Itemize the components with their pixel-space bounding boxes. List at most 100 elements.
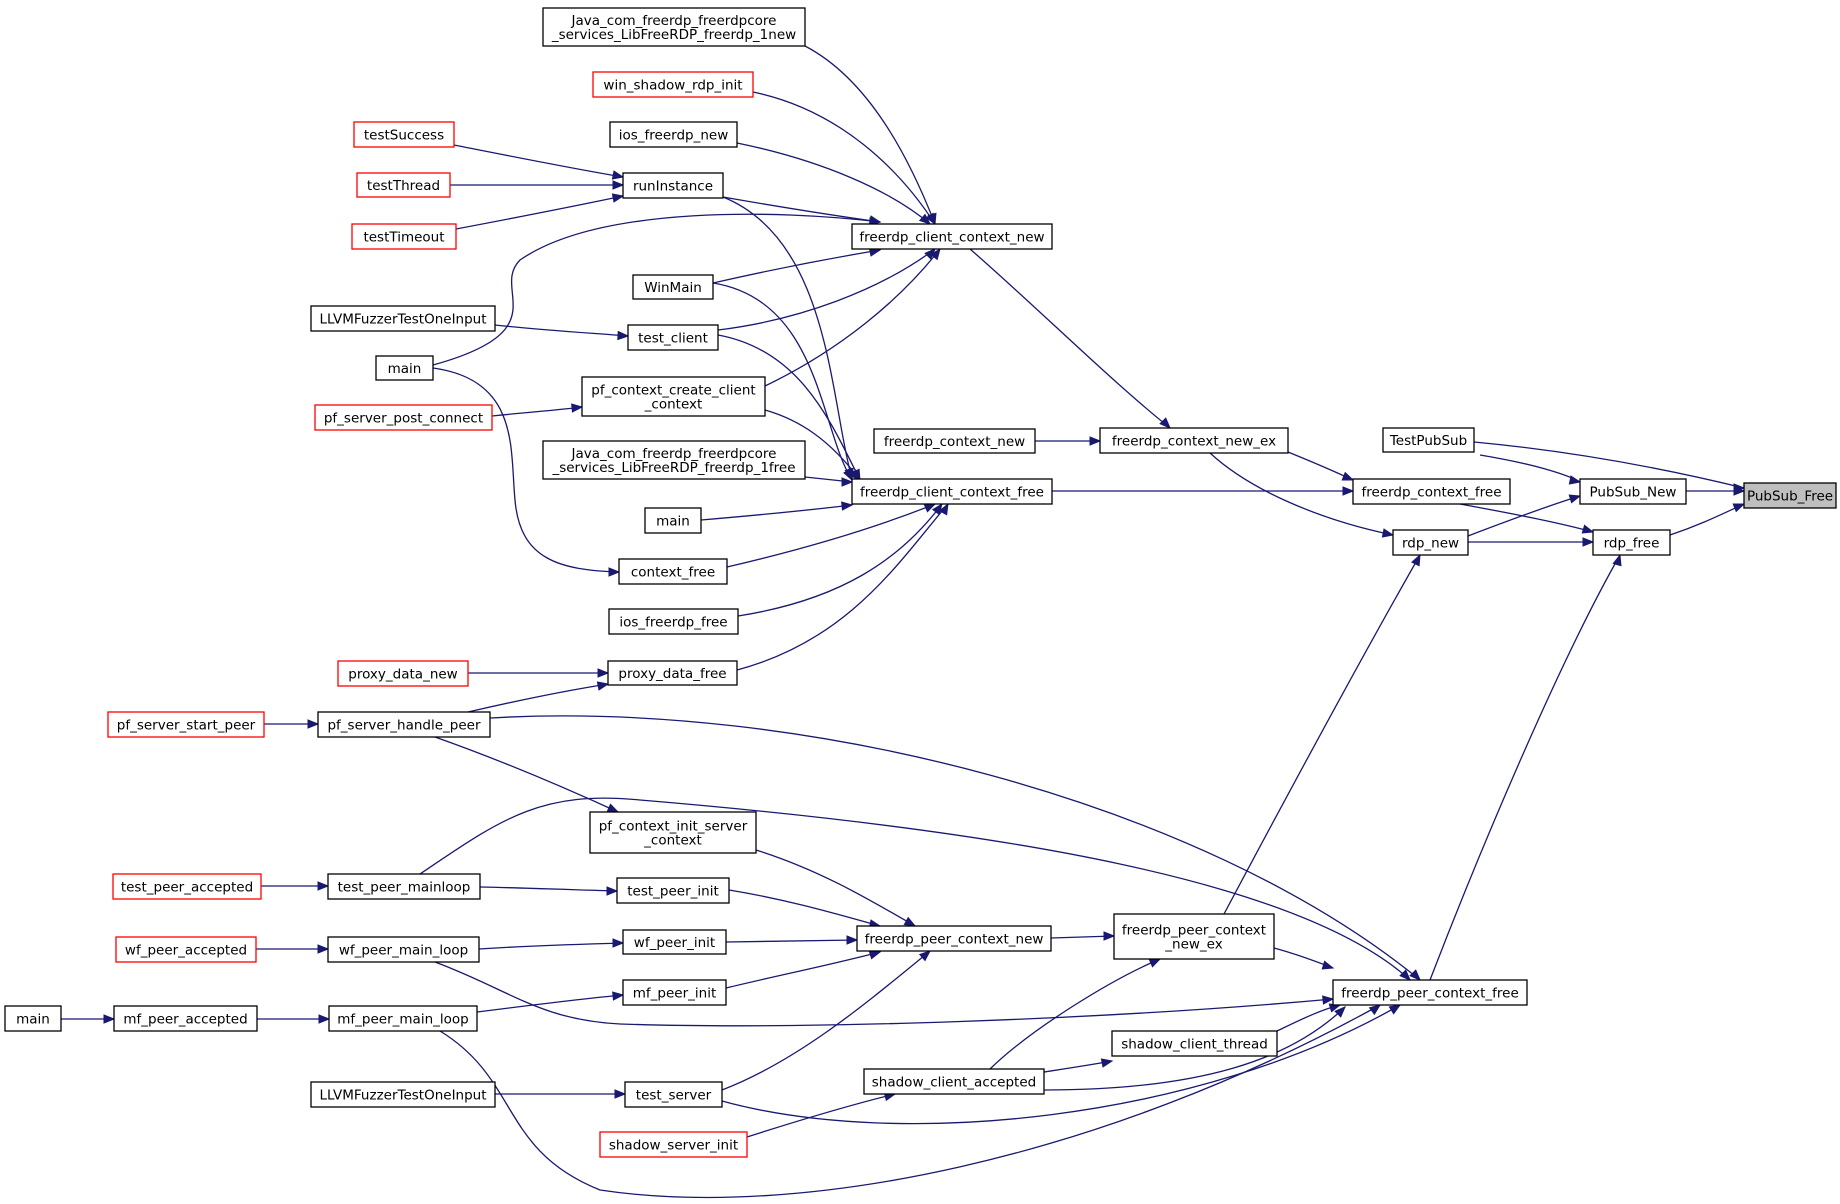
function-node-main3[interactable]: main bbox=[4, 1005, 62, 1032]
function-node-main1[interactable]: main bbox=[375, 355, 434, 381]
function-node-runinstance[interactable]: runInstance bbox=[622, 172, 724, 199]
function-node-test-client[interactable]: test_client bbox=[627, 324, 719, 351]
arrowhead-icon bbox=[903, 916, 917, 927]
call-edge bbox=[453, 144, 625, 180]
function-node-pf-server-start-peer[interactable]: pf_server_start_peer bbox=[107, 711, 265, 738]
arrowhead-icon bbox=[1582, 537, 1595, 547]
function-node-freerdp-context-free[interactable]: freerdp_context_free bbox=[1352, 478, 1511, 505]
function-node-ios-freerdp-free[interactable]: ios_freerdp_free bbox=[608, 608, 739, 635]
function-node-freerdp-context-new-ex[interactable]: freerdp_context_new_ex bbox=[1099, 427, 1289, 454]
call-edge bbox=[1429, 553, 1622, 981]
node-box bbox=[599, 1131, 748, 1158]
call-edge bbox=[491, 403, 584, 417]
function-node-testtimeout[interactable]: testTimeout bbox=[351, 223, 457, 250]
function-node-win-shadow-rdp-init[interactable]: win_shadow_rdp_init bbox=[592, 71, 754, 98]
function-node-wf-peer-init[interactable]: wf_peer_init bbox=[622, 929, 727, 955]
node-label: testSuccess bbox=[364, 128, 444, 144]
function-node-main2[interactable]: main bbox=[644, 507, 702, 534]
function-node-shadow-client-thread[interactable]: shadow_client_thread bbox=[1111, 1030, 1278, 1057]
node-label: context_free bbox=[631, 565, 715, 581]
call-edge bbox=[478, 938, 625, 950]
function-node-context-free[interactable]: context_free bbox=[618, 558, 728, 585]
arrowhead-icon bbox=[1148, 958, 1162, 968]
function-node-mf-peer-main-loop[interactable]: mf_peer_main_loop bbox=[328, 1005, 478, 1032]
function-node-testsuccess[interactable]: testSuccess bbox=[353, 121, 455, 148]
arrowhead-icon bbox=[1568, 494, 1582, 504]
node-box bbox=[375, 355, 434, 381]
node-box bbox=[609, 121, 738, 148]
node-label: freerdp_context_free bbox=[1361, 485, 1501, 501]
function-node-test-server[interactable]: test_server bbox=[624, 1081, 723, 1108]
call-edge bbox=[1276, 1003, 1342, 1032]
call-edge bbox=[468, 668, 610, 678]
edge-line bbox=[726, 503, 936, 568]
call-edge bbox=[264, 719, 320, 729]
function-node-llvm1[interactable]: LLVMFuzzerTestOneInput bbox=[310, 305, 496, 332]
node-box bbox=[622, 172, 724, 199]
function-node-ios-freerdp-new[interactable]: ios_freerdp_new bbox=[609, 121, 738, 148]
node-box bbox=[314, 404, 493, 431]
function-node-freerdp-peer-context-new-ex[interactable]: freerdp_peer_context_new_ex bbox=[1113, 913, 1275, 960]
node-label: _context bbox=[644, 397, 703, 413]
function-node-mf-peer-accepted[interactable]: mf_peer_accepted bbox=[113, 1005, 258, 1032]
function-node-pf-context-create-client-context[interactable]: pf_context_create_client_context bbox=[581, 376, 766, 417]
function-node-shadow-server-init[interactable]: shadow_server_init bbox=[599, 1131, 748, 1158]
arrowhead-icon bbox=[612, 180, 625, 190]
function-node-wf-peer-main-loop[interactable]: wf_peer_main_loop bbox=[327, 936, 480, 963]
function-node-test-peer-accepted[interactable]: test_peer_accepted bbox=[112, 873, 262, 900]
call-edge bbox=[1223, 553, 1421, 915]
function-node-testthread[interactable]: testThread bbox=[356, 172, 451, 198]
node-label: _new_ex bbox=[1164, 937, 1222, 953]
function-node-rdp-free[interactable]: rdp_free bbox=[1592, 529, 1671, 556]
function-node-wf-peer-accepted[interactable]: wf_peer_accepted bbox=[115, 936, 257, 963]
nodes: PubSub_FreeTestPubSubPubSub_Newrdp_freef… bbox=[4, 7, 1837, 1158]
arrowhead-icon bbox=[1334, 1006, 1346, 1018]
function-node-pubsub-free[interactable]: PubSub_Free bbox=[1743, 482, 1837, 509]
node-label: main bbox=[16, 1012, 50, 1028]
function-node-freerdp-client-context-free[interactable]: freerdp_client_context_free bbox=[851, 478, 1053, 505]
arrowhead-icon bbox=[103, 1014, 116, 1024]
node-box bbox=[112, 873, 262, 900]
function-node-proxy-data-free[interactable]: proxy_data_free bbox=[607, 660, 738, 686]
function-node-freerdp-context-new[interactable]: freerdp_context_new bbox=[873, 428, 1036, 454]
node-label: mf_peer_main_loop bbox=[337, 1012, 468, 1028]
node-label: TestPubSub bbox=[1389, 433, 1467, 449]
edge-line bbox=[764, 409, 861, 481]
function-node-testpubsub[interactable]: TestPubSub bbox=[1382, 427, 1475, 453]
function-node-freerdp-client-context-new[interactable]: freerdp_client_context_new bbox=[851, 223, 1053, 250]
function-node-java-new[interactable]: Java_com_freerdp_freerdpcore_services_Li… bbox=[542, 7, 806, 47]
function-node-freerdp-peer-context-free[interactable]: freerdp_peer_context_free bbox=[1332, 979, 1528, 1006]
function-node-java-free[interactable]: Java_com_freerdp_freerdpcore_services_Li… bbox=[542, 440, 806, 480]
node-box bbox=[351, 223, 457, 250]
edge-line bbox=[746, 1093, 896, 1138]
call-edge bbox=[1052, 486, 1355, 496]
node-label: pf_server_start_peer bbox=[117, 718, 256, 734]
function-node-winmain[interactable]: WinMain bbox=[632, 274, 714, 300]
arrowhead-icon bbox=[1322, 995, 1335, 1005]
call-edge bbox=[725, 935, 859, 945]
call-edge bbox=[419, 797, 1411, 981]
function-node-pf-server-post-connect[interactable]: pf_server_post_connect bbox=[314, 404, 493, 431]
node-label: pf_server_post_connect bbox=[324, 411, 483, 427]
edges bbox=[61, 45, 1746, 1199]
function-node-pubsub-new[interactable]: PubSub_New bbox=[1579, 478, 1687, 505]
arrowhead-icon bbox=[612, 991, 625, 1001]
function-node-test-peer-mainloop[interactable]: test_peer_mainloop bbox=[327, 873, 481, 900]
arrowhead-icon bbox=[307, 719, 320, 729]
function-node-freerdp-peer-context-new[interactable]: freerdp_peer_context_new bbox=[856, 925, 1052, 952]
node-label: shadow_client_thread bbox=[1121, 1037, 1268, 1053]
function-node-shadow-client-accepted[interactable]: shadow_client_accepted bbox=[863, 1068, 1045, 1095]
function-node-pf-server-handle-peer[interactable]: pf_server_handle_peer bbox=[317, 711, 491, 738]
function-node-test-peer-init[interactable]: test_peer_init bbox=[616, 877, 730, 904]
function-node-mf-peer-init[interactable]: mf_peer_init bbox=[622, 979, 727, 1006]
node-label: LLVMFuzzerTestOneInput bbox=[319, 1088, 486, 1104]
function-node-pf-context-init-server-context[interactable]: pf_context_init_server_context bbox=[589, 811, 757, 854]
node-box bbox=[1392, 529, 1469, 556]
function-node-rdp-new[interactable]: rdp_new bbox=[1392, 529, 1469, 556]
arrowhead-icon bbox=[596, 681, 610, 691]
function-node-proxy-data-new[interactable]: proxy_data_new bbox=[337, 660, 469, 687]
arrowhead-icon bbox=[1159, 417, 1171, 429]
node-label: proxy_data_free bbox=[618, 666, 726, 682]
function-node-llvm2[interactable]: LLVMFuzzerTestOneInput bbox=[310, 1081, 496, 1108]
